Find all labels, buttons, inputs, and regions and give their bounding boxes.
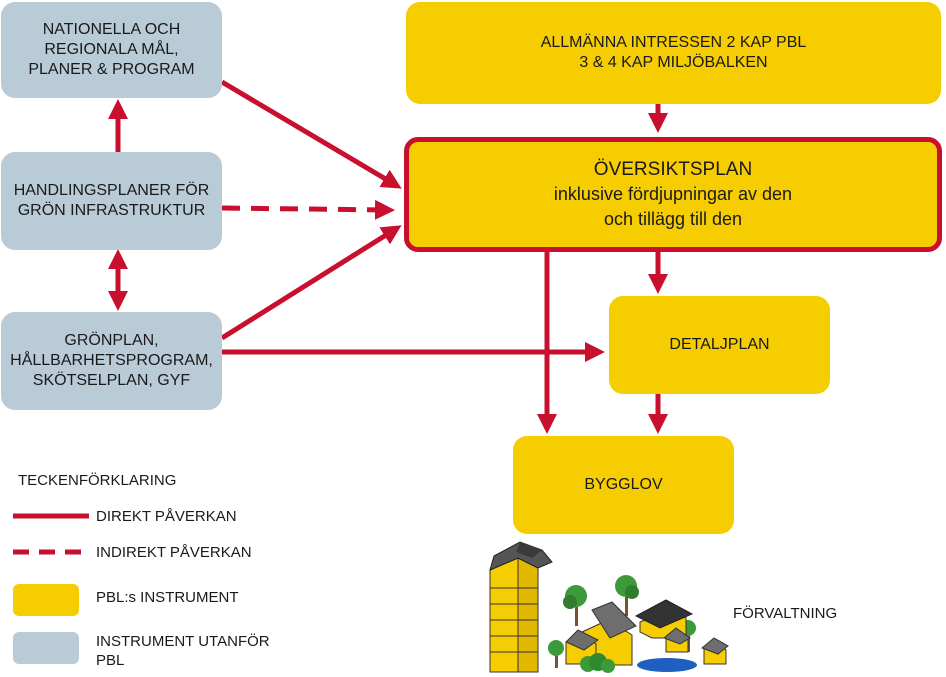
node-national-line-3: PLANER & PROGRAM bbox=[28, 61, 195, 78]
house-shape bbox=[701, 637, 729, 665]
node-green-plan-line-2: HÅLLBARHETSPROGRAM, bbox=[10, 352, 213, 369]
node-action-plans-line-2: GRÖN INFRASTRUKTUR bbox=[17, 202, 206, 219]
node-overview-plan-title: ÖVERSIKTSPLAN bbox=[593, 159, 753, 180]
node-public-interests-line-2: 3 & 4 KAP MILJÖBALKEN bbox=[579, 54, 768, 71]
tree-shape bbox=[615, 575, 639, 616]
node-green-plan-line-1: GRÖNPLAN, bbox=[64, 332, 159, 349]
edge-action-plans-to-overview bbox=[221, 199, 395, 220]
legend-line-samples bbox=[13, 513, 89, 555]
node-action-plans: HANDLINGSPLANER FÖR GRÖN INFRASTRUKTUR bbox=[1, 152, 222, 250]
house-shape bbox=[663, 627, 691, 653]
legend-external-line-1: INSTRUMENT UTANFÖR bbox=[96, 633, 270, 650]
legend-external-swatch bbox=[13, 632, 79, 664]
edge-national-to-overview bbox=[220, 79, 402, 189]
node-building-permit-label: BYGGLOV bbox=[584, 476, 663, 493]
node-overview-plan-line-3: och tillägg till den bbox=[603, 209, 743, 229]
node-national-line-1: NATIONELLA OCH bbox=[42, 21, 181, 38]
legend-external-line-2: PBL bbox=[96, 652, 125, 669]
node-national-goals: NATIONELLA OCH REGIONALA MÅL, PLANER & P… bbox=[1, 2, 222, 98]
node-detail-plan-label: DETALJPLAN bbox=[669, 336, 770, 353]
legend-pbl-swatch bbox=[13, 584, 79, 616]
node-detail-plan: DETALJPLAN bbox=[609, 296, 830, 394]
node-action-plans-line-1: HANDLINGSPLANER FÖR bbox=[13, 182, 210, 199]
legend-title: TECKENFÖRKLARING bbox=[18, 472, 177, 489]
node-public-interests-line-1: ALLMÄNNA INTRESSEN 2 KAP PBL bbox=[540, 34, 807, 51]
node-national-line-2: REGIONALA MÅL, bbox=[44, 41, 179, 58]
legend-direct-label: DIREKT PÅVERKAN bbox=[96, 508, 237, 525]
node-green-plan: GRÖNPLAN, HÅLLBARHETSPROGRAM, SKÖTSELPLA… bbox=[1, 312, 222, 410]
town-illustration bbox=[489, 541, 729, 673]
tall-building-shape bbox=[489, 541, 553, 673]
node-overview-plan-line-2: inklusive fördjupningar av den bbox=[553, 184, 793, 204]
tree-shape bbox=[548, 640, 564, 668]
node-public-interests: ALLMÄNNA INTRESSEN 2 KAP PBL 3 & 4 KAP M… bbox=[406, 2, 941, 104]
house-shape bbox=[634, 599, 694, 639]
pond-shape bbox=[637, 658, 697, 672]
node-green-plan-line-3: SKÖTSELPLAN, GYF bbox=[32, 372, 191, 389]
node-overview-plan: ÖVERSIKTSPLAN inklusive fördjupningar av… bbox=[404, 137, 942, 252]
legend-pbl-label: PBL:s INSTRUMENT bbox=[96, 589, 239, 606]
legend-indirect-label: INDIREKT PÅVERKAN bbox=[96, 544, 252, 561]
illustration-label: FÖRVALTNING bbox=[733, 605, 838, 622]
tree-shape bbox=[563, 585, 587, 626]
bush-shape bbox=[580, 653, 615, 673]
node-building-permit: BYGGLOV bbox=[513, 436, 734, 534]
edge-green-plan-to-overview bbox=[220, 225, 402, 341]
legend-external-label: INSTRUMENT UTANFÖR PBL bbox=[96, 632, 270, 670]
